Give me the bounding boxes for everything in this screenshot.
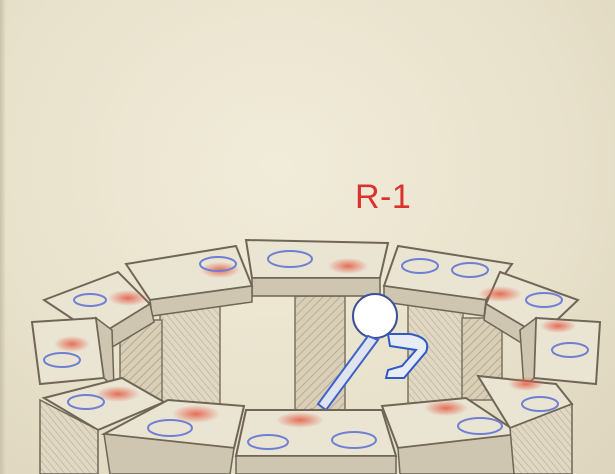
back-pillars (120, 296, 502, 411)
ring-label: R-1 (355, 178, 411, 217)
ring-tile (236, 410, 396, 474)
ring-tile (32, 318, 114, 388)
ring-tile (246, 240, 388, 296)
